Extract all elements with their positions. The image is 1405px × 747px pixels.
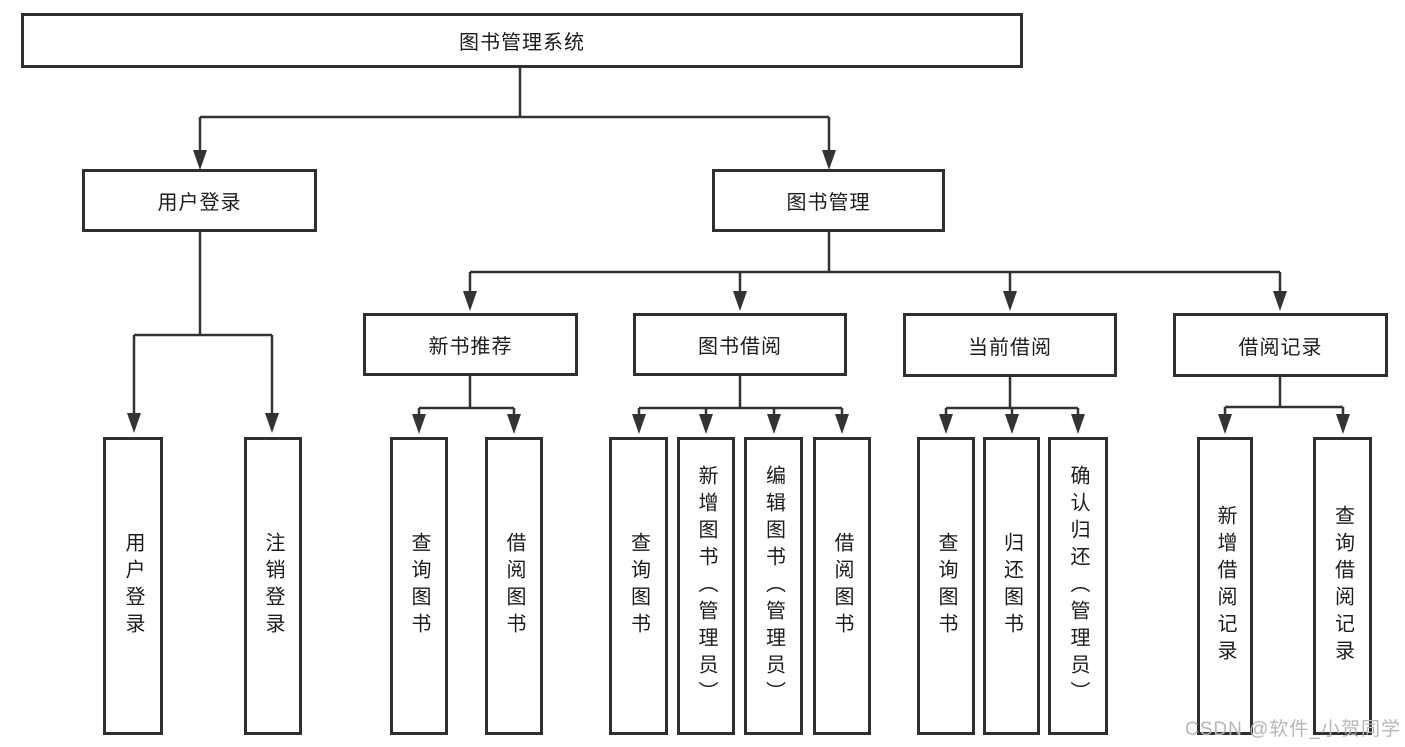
csdn-watermark: CSDN @软件_小贺同学 <box>1185 719 1401 740</box>
node-current-borrow: 当前借阅 <box>903 313 1117 377</box>
leaf-query-books-3-label: 查询图书 <box>935 532 957 640</box>
leaf-confirm-return-admin-label: 确认归还（管理员） <box>1067 464 1089 708</box>
node-book-borrow: 图书借阅 <box>633 313 847 376</box>
node-root: 图书管理系统 <box>21 13 1023 68</box>
leaf-user-login-label: 用户登录 <box>122 532 144 640</box>
leaf-borrow-books-2: 借阅图书 <box>813 437 871 735</box>
leaf-query-books-2-label: 查询图书 <box>627 532 650 640</box>
node-book-management-label: 图书管理 <box>786 192 871 214</box>
leaf-borrow-books-1: 借阅图书 <box>485 437 543 735</box>
leaf-borrow-books-2-label: 借阅图书 <box>831 532 853 640</box>
node-current-borrow-label: 当前借阅 <box>968 336 1052 359</box>
node-borrow-records: 借阅记录 <box>1173 313 1388 377</box>
leaf-query-books-2: 查询图书 <box>609 437 668 735</box>
node-book-borrow-label: 图书借阅 <box>698 336 782 358</box>
node-borrow-records-label: 借阅记录 <box>1238 336 1323 359</box>
node-root-label: 图书管理系统 <box>459 32 585 54</box>
leaf-logout: 注销登录 <box>244 437 302 735</box>
leaf-confirm-return-admin: 确认归还（管理员） <box>1048 437 1108 735</box>
leaf-query-books-3: 查询图书 <box>917 437 975 735</box>
leaf-user-login: 用户登录 <box>103 437 163 735</box>
leaf-logout-label: 注销登录 <box>262 532 284 640</box>
leaf-return-books: 归还图书 <box>983 437 1040 735</box>
leaf-edit-book-admin-label: 编辑图书（管理员） <box>762 464 785 708</box>
leaf-query-borrow-record-label: 查询借阅记录 <box>1331 505 1354 667</box>
node-user-login: 用户登录 <box>82 169 317 232</box>
leaf-edit-book-admin: 编辑图书（管理员） <box>744 437 803 735</box>
node-book-management: 图书管理 <box>712 169 945 232</box>
leaf-query-books-1: 查询图书 <box>390 437 448 735</box>
leaf-query-borrow-record: 查询借阅记录 <box>1313 437 1372 735</box>
leaf-add-book-admin: 新增图书（管理员） <box>677 437 735 735</box>
node-new-book-recommend-label: 新书推荐 <box>428 336 513 358</box>
tree-wires <box>134 68 1343 410</box>
leaf-borrow-books-1-label: 借阅图书 <box>503 532 525 640</box>
leaf-query-books-1-label: 查询图书 <box>408 532 430 640</box>
node-new-book-recommend: 新书推荐 <box>363 313 578 376</box>
leaf-add-borrow-record-label: 新增借阅记录 <box>1214 505 1236 667</box>
node-user-login-label: 用户登录 <box>157 192 242 214</box>
leaf-add-borrow-record: 新增借阅记录 <box>1197 437 1253 735</box>
leaf-return-books-label: 归还图书 <box>1000 532 1023 640</box>
leaf-add-book-admin-label: 新增图书（管理员） <box>695 464 717 708</box>
